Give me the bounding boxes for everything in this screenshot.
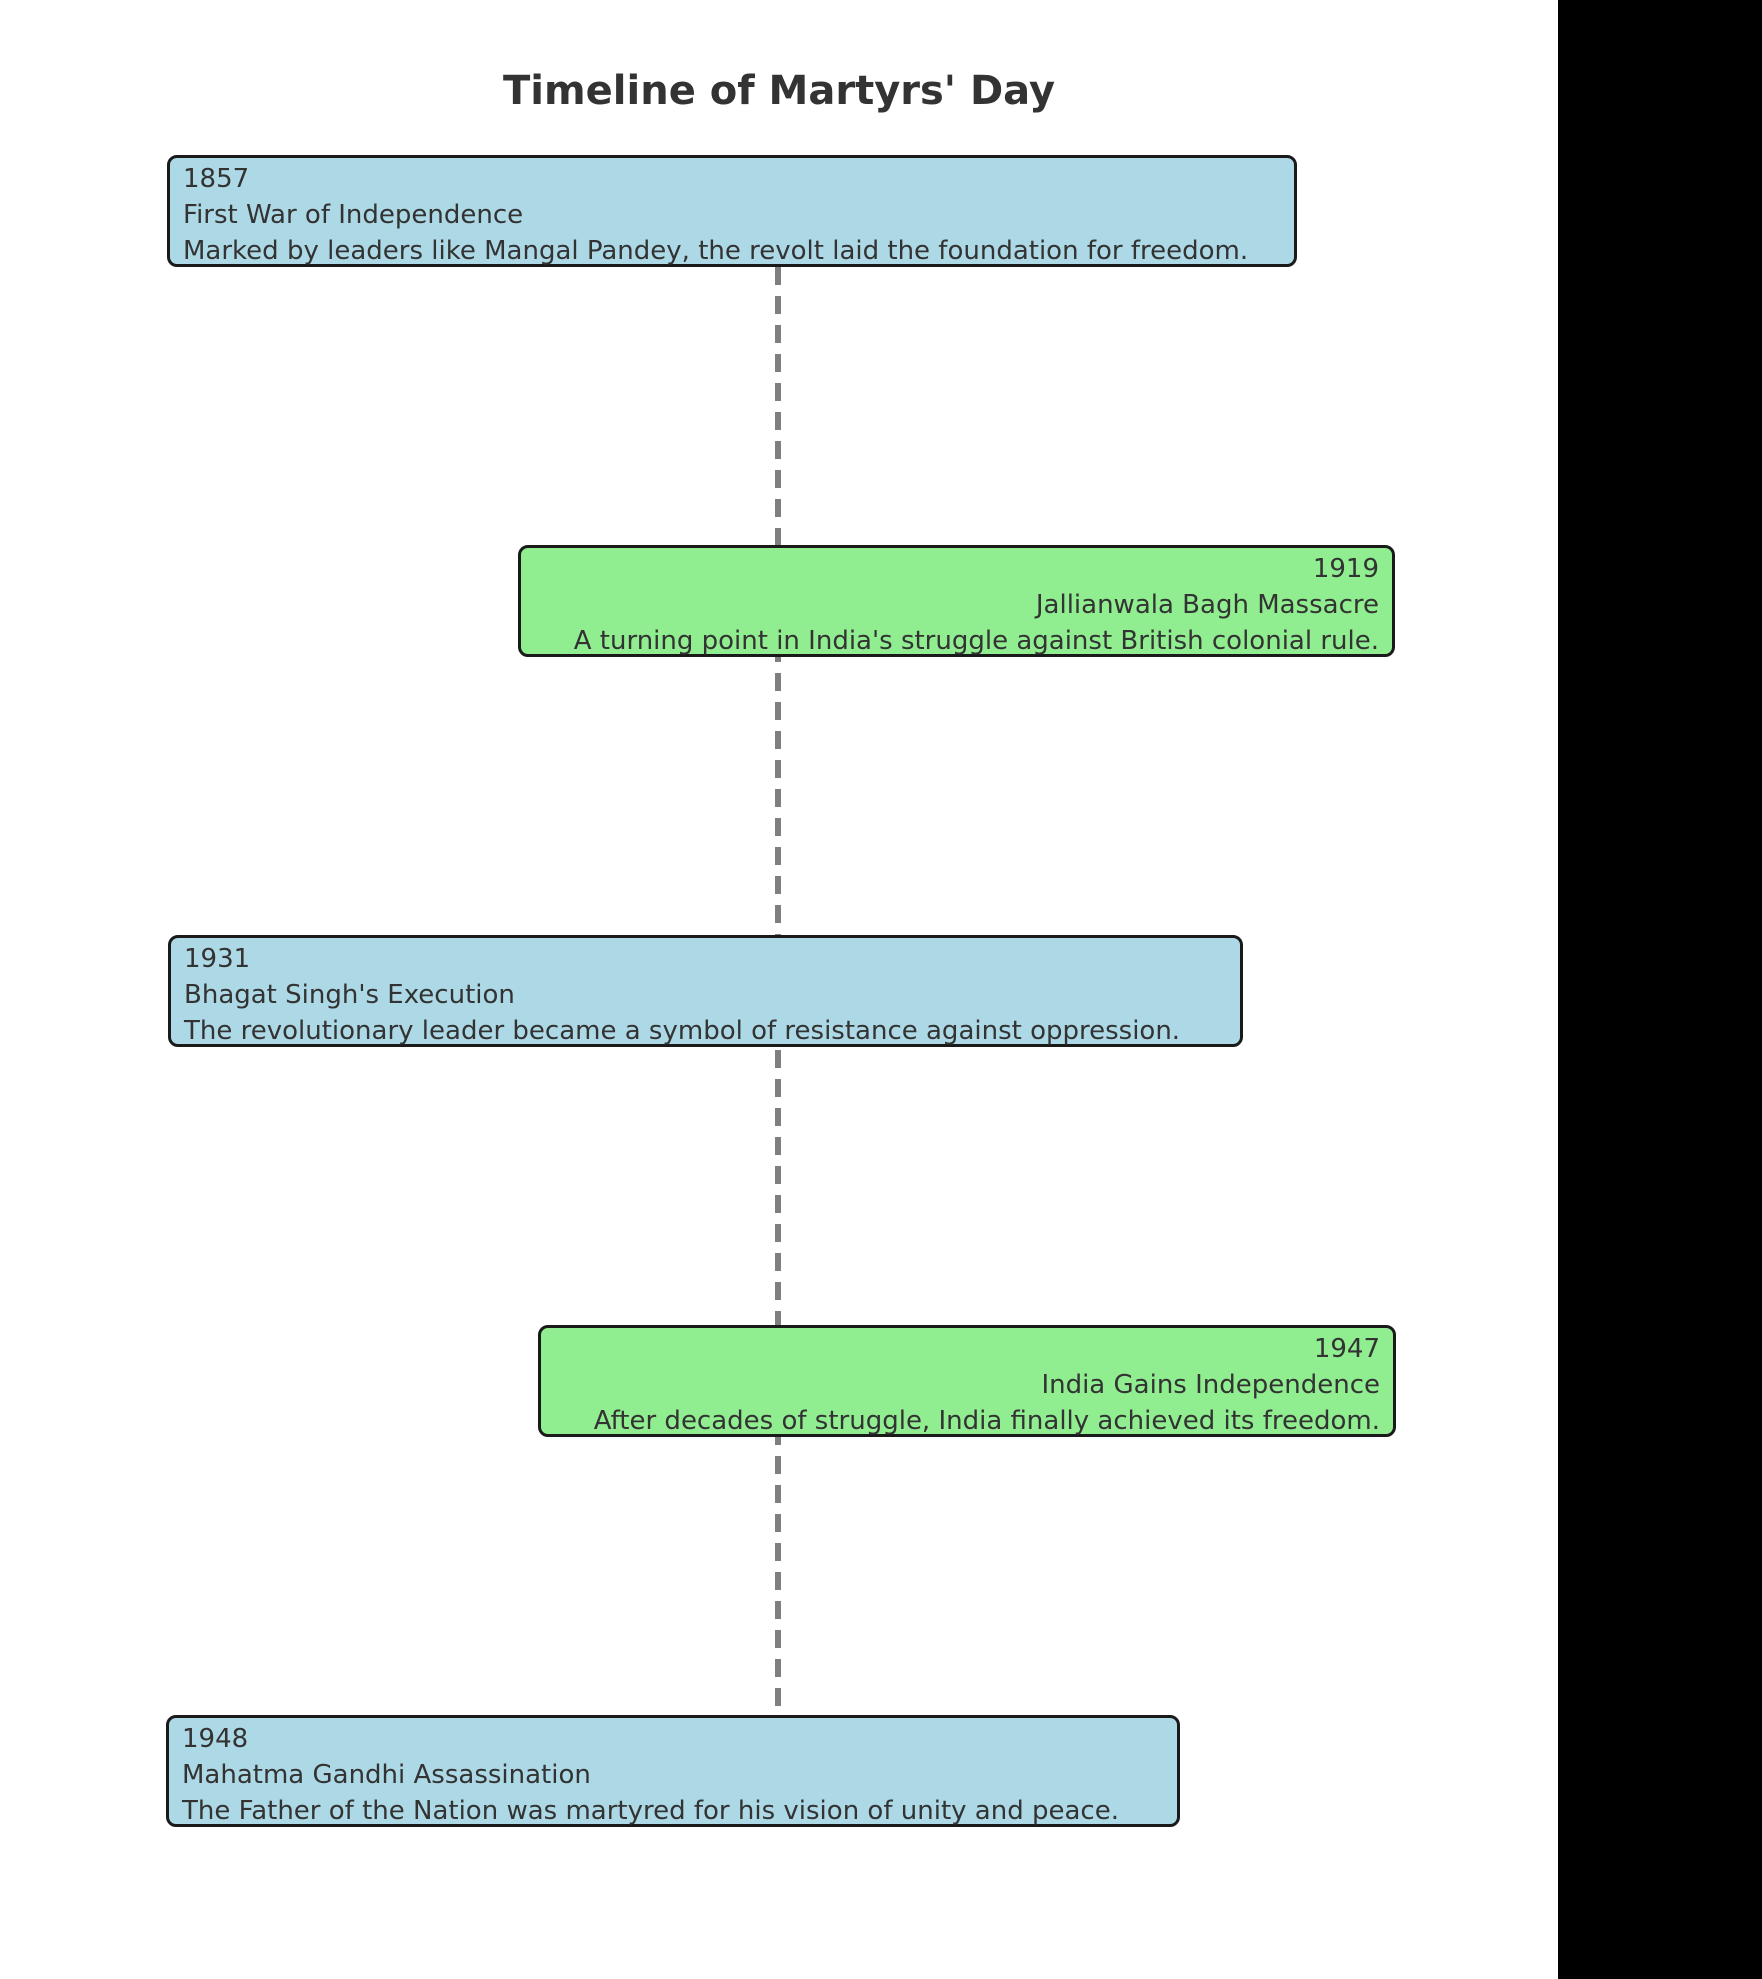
event-title: Mahatma Gandhi Assassination (182, 1760, 591, 1790)
event-year: 1919 (1312, 554, 1379, 584)
event-box-1857: 1857 First War of Independence Marked by… (167, 155, 1297, 267)
event-year: 1857 (183, 164, 250, 194)
event-title: First War of Independence (183, 200, 524, 230)
event-description: Marked by leaders like Mangal Pandey, th… (183, 236, 1249, 266)
event-box-1948: 1948 Mahatma Gandhi Assassination The Fa… (166, 1715, 1180, 1827)
letterbox-black-strip (1558, 0, 1762, 1979)
event-description: A turning point in India's struggle agai… (573, 626, 1379, 656)
event-description: The revolutionary leader became a symbol… (184, 1016, 1181, 1046)
event-title: India Gains Independence (1041, 1370, 1380, 1400)
event-description: After decades of struggle, India finally… (593, 1406, 1380, 1436)
event-box-1947: 1947 India Gains Independence After deca… (538, 1325, 1396, 1437)
figure-title: Timeline of Martyrs' Day (502, 68, 1056, 114)
event-year: 1948 (182, 1724, 249, 1754)
event-title: Jallianwala Bagh Massacre (1035, 590, 1379, 620)
event-description: The Father of the Nation was martyred fo… (182, 1796, 1119, 1826)
event-box-1919: 1919 Jallianwala Bagh Massacre A turning… (518, 545, 1395, 657)
event-year: 1931 (184, 944, 251, 974)
event-year: 1947 (1313, 1334, 1380, 1364)
event-box-1931: 1931 Bhagat Singh's Execution The revolu… (168, 935, 1243, 1047)
event-title: Bhagat Singh's Execution (184, 980, 515, 1010)
